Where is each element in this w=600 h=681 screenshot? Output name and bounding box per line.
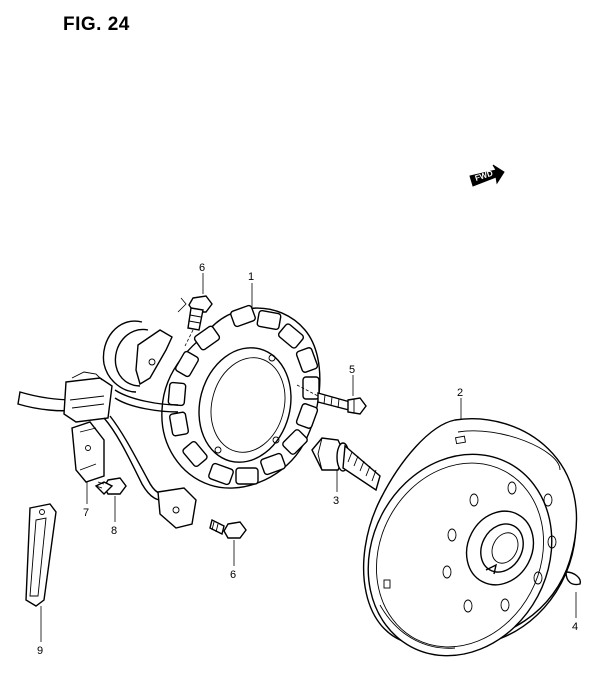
screw-top [177, 295, 213, 347]
flywheel-rotor [363, 418, 577, 657]
leader-lines [40, 273, 577, 642]
screw-bottom [209, 518, 247, 539]
fwd-arrow-badge: FWD [469, 164, 505, 187]
bracket-screw [94, 477, 127, 495]
callout-8: 8 [111, 525, 117, 537]
rotor-bolt [311, 437, 381, 492]
callout-9: 9 [37, 645, 43, 657]
figure-title: FIG. 24 [63, 14, 130, 35]
callout-6-bottom: 6 [230, 569, 236, 581]
harness-bracket [71, 421, 105, 483]
stator-coil-assembly [161, 304, 321, 489]
callout-2: 2 [457, 387, 463, 399]
callout-5: 5 [349, 364, 355, 376]
callout-4: 4 [572, 621, 578, 633]
stator-bolt [296, 384, 367, 415]
clamp-band [25, 503, 57, 607]
callout-7: 7 [83, 507, 89, 519]
wire-harness [17, 320, 197, 529]
woodruff-key [565, 571, 581, 586]
callout-1: 1 [248, 271, 254, 283]
callout-3: 3 [333, 495, 339, 507]
callout-6-top: 6 [199, 262, 205, 274]
